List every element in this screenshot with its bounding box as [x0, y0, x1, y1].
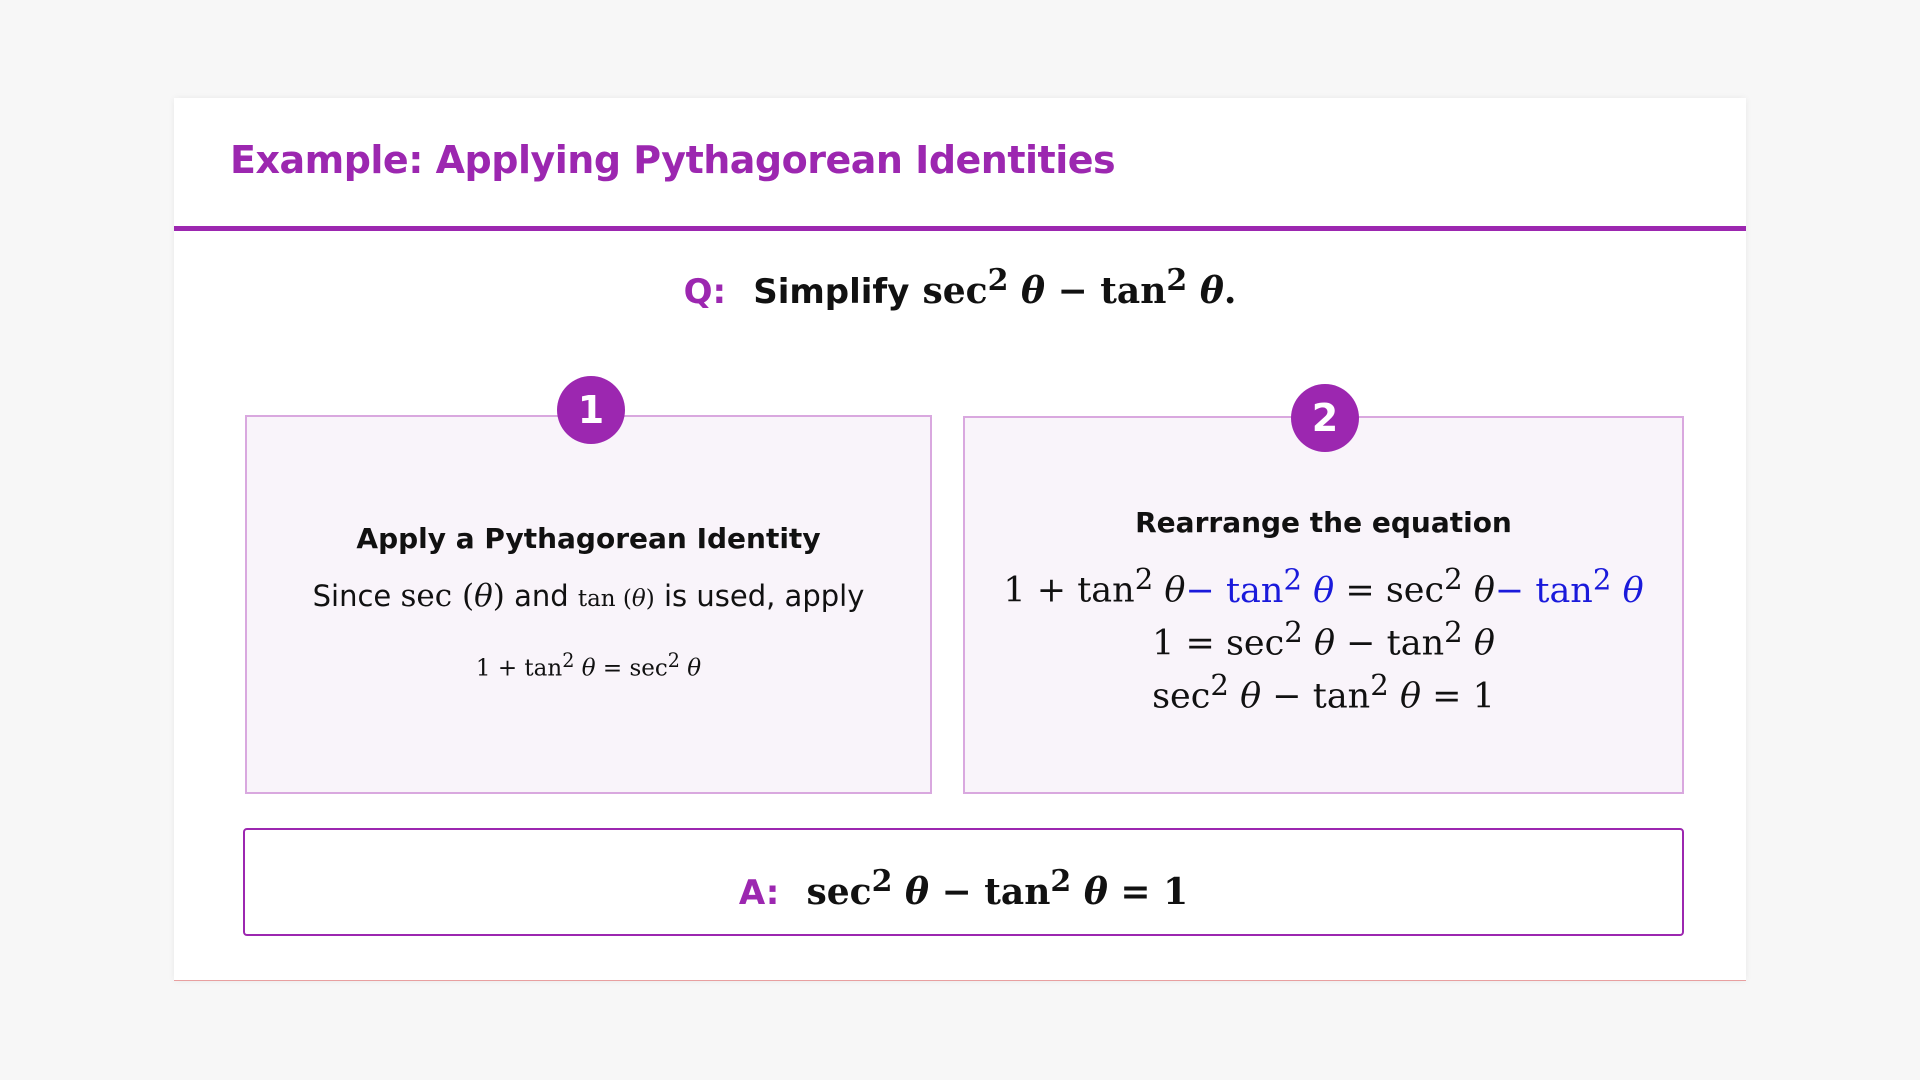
question-text: Simplify	[753, 272, 910, 312]
step-2-card: Rearrange the equation 1 + tan2 θ− tan2 …	[963, 416, 1684, 794]
step-2-equation-1: 1 + tan2 θ− tan2 θ = sec2 θ− tan2 θ	[1003, 562, 1644, 611]
step-2-equation-2: 1 = sec2 θ − tan2 θ	[1152, 615, 1495, 664]
question-math: sec2 θ − tan2 θ.	[922, 263, 1237, 312]
step-2-title: Rearrange the equation	[1135, 506, 1512, 539]
step-2-number-badge: 2	[1291, 384, 1359, 452]
answer-tag: A:	[738, 873, 780, 913]
step-1-number-badge: 1	[557, 376, 625, 444]
step-1-identity: 1 + tan2 θ = sec2 θ	[475, 649, 702, 682]
slide-card: Example: Applying Pythagorean Identities…	[174, 98, 1746, 981]
step-2-equation-3: sec2 θ − tan2 θ = 1	[1152, 668, 1495, 717]
answer-box: A: sec2 θ − tan2 θ = 1	[243, 828, 1684, 936]
answer-math: sec2 θ − tan2 θ = 1	[806, 864, 1189, 913]
step-1-description: Since sec (θ) and tan (θ) is used, apply	[312, 578, 865, 614]
step-1-card: Apply a Pythagorean Identity Since sec (…	[245, 415, 932, 794]
step-1-title: Apply a Pythagorean Identity	[356, 522, 821, 555]
title-divider	[174, 226, 1746, 231]
question-row: Q: Simplify sec2 θ − tan2 θ.	[174, 263, 1746, 312]
subtracted-term: − tan2 θ	[1185, 562, 1335, 611]
subtracted-term: − tan2 θ	[1494, 562, 1644, 611]
question-tag: Q:	[683, 272, 727, 312]
page-title: Example: Applying Pythagorean Identities	[230, 138, 1116, 182]
